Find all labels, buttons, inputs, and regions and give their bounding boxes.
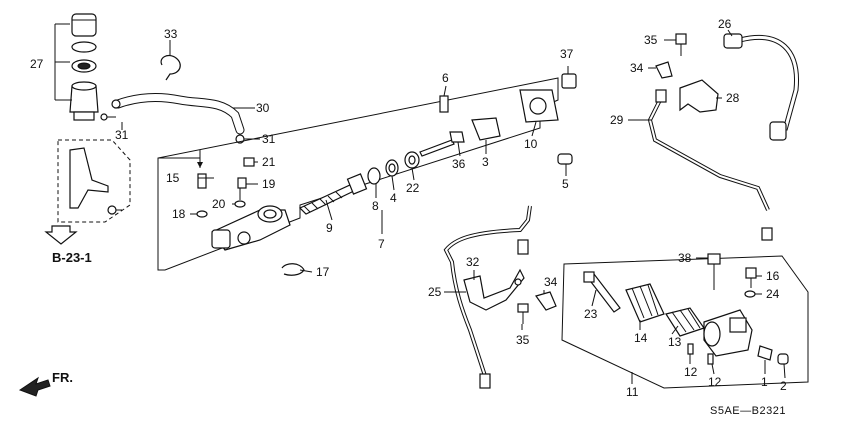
hose-clip [160,54,181,81]
label-12a: 12 [684,365,698,379]
label-35a: 35 [644,33,658,47]
pipe-bracket-32 [463,268,525,311]
push-rod [298,173,368,215]
label-28: 28 [726,91,740,105]
label-1: 1 [761,375,768,389]
label-30: 30 [256,101,270,115]
label-31b: 31 [262,132,276,146]
label-34a: 34 [630,61,644,75]
label-19: 19 [262,177,276,191]
slave-boot [625,283,665,323]
label-2: 2 [780,379,787,393]
master-cylinder-body [211,205,291,251]
label-29: 29 [610,113,624,127]
label-7: 7 [378,237,385,251]
reservoir-hose [111,92,245,135]
front-label: FR. [52,370,73,385]
label-35b: 35 [516,333,530,347]
label-13: 13 [668,335,682,349]
label-27: 27 [30,57,44,71]
label-3: 3 [482,155,489,169]
label-32: 32 [466,255,480,269]
label-23: 23 [584,307,598,321]
label-36: 36 [452,157,466,171]
reference-arrow [44,225,78,245]
label-22: 22 [406,181,420,195]
label-24: 24 [766,287,780,301]
label-11: 11 [626,385,639,399]
front-direction-arrow [18,376,51,397]
label-38: 38 [678,251,692,265]
label-37: 37 [560,47,574,61]
slave-cylinder-box [561,255,809,389]
diagram-code: S5AE—B2321 [710,405,786,417]
label-9: 9 [326,221,333,235]
leader-lines [121,29,786,384]
label-17: 17 [316,265,330,279]
label-15: 15 [166,171,180,185]
label-26: 26 [718,17,732,31]
label-12b: 12 [708,375,722,389]
label-14: 14 [634,331,648,345]
hose-bracket-28 [679,79,719,113]
label-20: 20 [212,197,226,211]
label-10: 10 [524,137,538,151]
pin-clip [281,263,305,276]
label-25: 25 [428,285,442,299]
label-8: 8 [372,199,379,213]
label-33: 33 [164,27,178,41]
label-18: 18 [172,207,186,221]
label-16: 16 [766,269,780,283]
label-6: 6 [442,71,449,85]
reservoir-assembly [69,13,116,121]
label-34b: 34 [544,275,558,289]
bracket-group [57,139,131,223]
label-5: 5 [562,177,569,191]
clutch-pipe-29 [647,99,770,211]
label-31a: 31 [115,128,129,142]
label-4: 4 [390,191,397,205]
label-21: 21 [262,155,276,169]
reference-label: B-23-1 [52,250,92,265]
master-cylinder-box [157,77,559,271]
